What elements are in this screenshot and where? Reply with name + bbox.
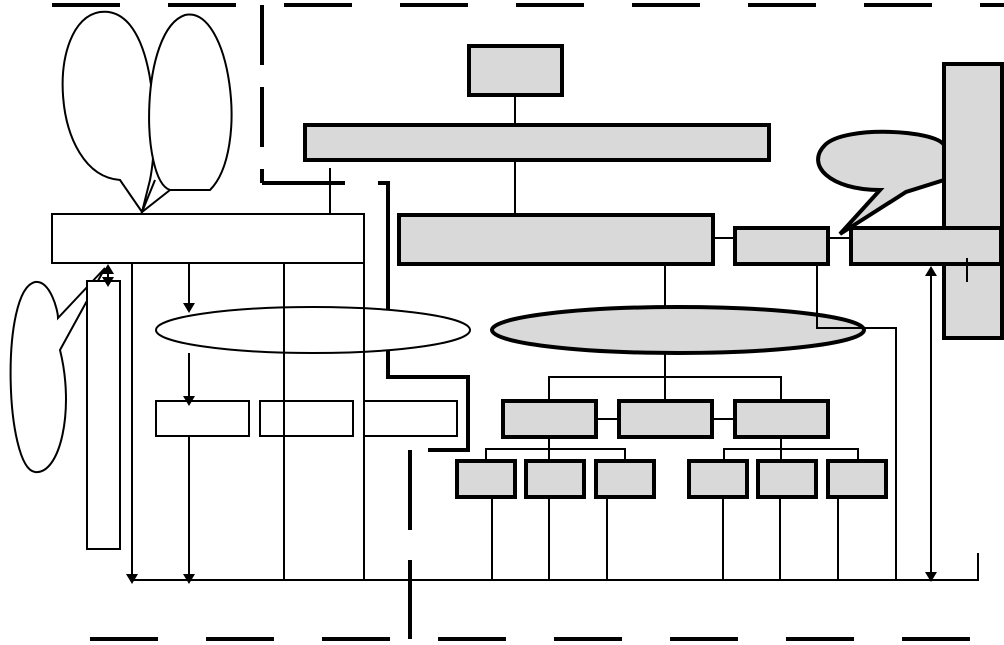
ellipse-gray-center	[490, 305, 866, 355]
arrow-head-left-ellipse	[183, 303, 195, 313]
connector-lines	[107, 95, 979, 581]
line-bottom-right-end	[410, 553, 979, 581]
callout-right-gray	[816, 129, 946, 236]
white-row-box-3	[363, 400, 458, 437]
gray-row-bottom-box-3	[594, 459, 656, 499]
arrow-head-white-row	[183, 396, 195, 406]
white-bar-left	[51, 213, 365, 264]
gray-row-mid-box-1	[501, 399, 598, 439]
dashed-boundary	[52, 3, 1004, 641]
callout-left-side	[9, 267, 106, 474]
white-row-box-1	[155, 400, 250, 437]
arrow-head-right-bottom	[925, 572, 937, 582]
arrow-head-right-top	[925, 266, 937, 276]
gray-row-mid-box-2	[617, 399, 714, 439]
gray-row-bottom-box-5	[756, 459, 818, 499]
gray-row-bottom-box-1	[455, 459, 517, 499]
line-bottom-branch-left	[485, 448, 626, 461]
callout-top-left-1	[61, 10, 156, 215]
right-gray-vertical	[942, 62, 1004, 340]
right-gray-horizontal	[849, 226, 1003, 266]
narrow-white-vertical	[86, 280, 121, 550]
solid-boundary	[262, 181, 470, 452]
wide-bar	[303, 123, 771, 162]
big-gray-center	[397, 213, 715, 266]
line-small-to-ellipse	[816, 264, 897, 580]
white-row-box-2	[259, 400, 354, 437]
line-bottom-branch-right	[723, 448, 859, 461]
callout-group-top-left	[9, 10, 233, 474]
arrow-heads	[102, 264, 937, 584]
gray-row-bottom-box-2	[524, 459, 586, 499]
ellipse-white-center	[155, 306, 471, 354]
gray-elements	[303, 44, 1004, 499]
arrow-head-bus-1	[126, 574, 138, 584]
top-small-box	[467, 44, 564, 97]
arrow-head-bus-2	[183, 574, 195, 584]
boundary-step-right	[378, 181, 470, 452]
white-elements	[51, 213, 471, 550]
arrow-head-left-bottom	[102, 277, 114, 287]
gray-row-bottom-box-4	[687, 459, 749, 499]
gray-row-mid-box-3	[733, 399, 830, 439]
callout-top-left-2	[139, 13, 233, 216]
gray-row-bottom-box-6	[826, 459, 888, 499]
small-gray-connector	[733, 226, 830, 266]
arrow-head-left-top	[102, 264, 114, 274]
